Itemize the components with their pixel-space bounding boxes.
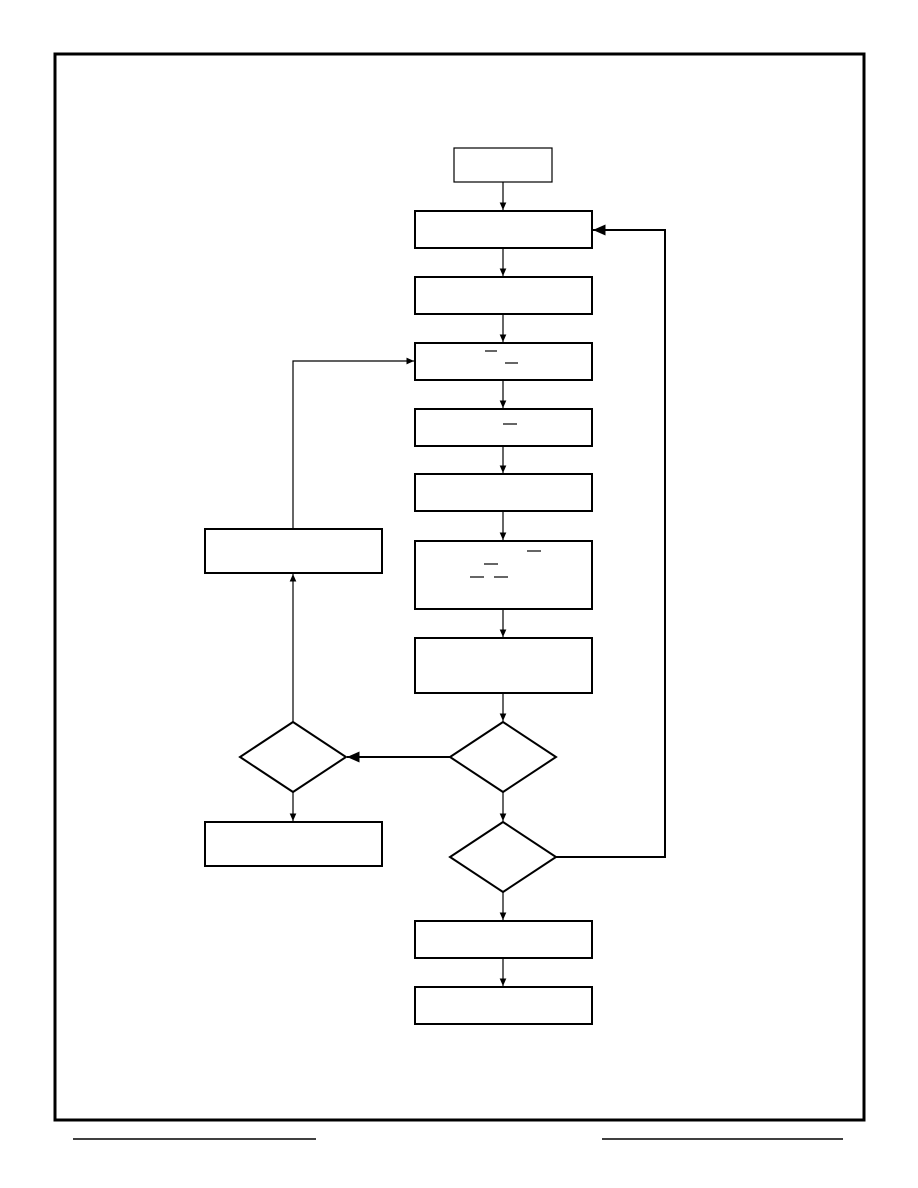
- process-box-7: [414, 637, 593, 694]
- process-box-4: [414, 408, 593, 447]
- process-box-1: [414, 210, 593, 249]
- left-process-box: [204, 528, 383, 574]
- connector-left-box-to-box-3: [292, 357, 414, 529]
- left-decision-diamond: [238, 720, 348, 794]
- page-border: [53, 52, 866, 1122]
- connector-loop-back-to-box-1: [556, 224, 666, 858]
- decision-diamond-1: [448, 720, 558, 794]
- process-box-2: [414, 276, 593, 315]
- decision-diamond-2: [448, 820, 558, 894]
- end-box: [414, 986, 593, 1025]
- process-box-6: [414, 540, 593, 610]
- process-box-8: [414, 920, 593, 959]
- start-node: [453, 147, 553, 183]
- process-box-3: [414, 342, 593, 381]
- process-box-5: [414, 473, 593, 512]
- left-terminal-box: [204, 821, 383, 867]
